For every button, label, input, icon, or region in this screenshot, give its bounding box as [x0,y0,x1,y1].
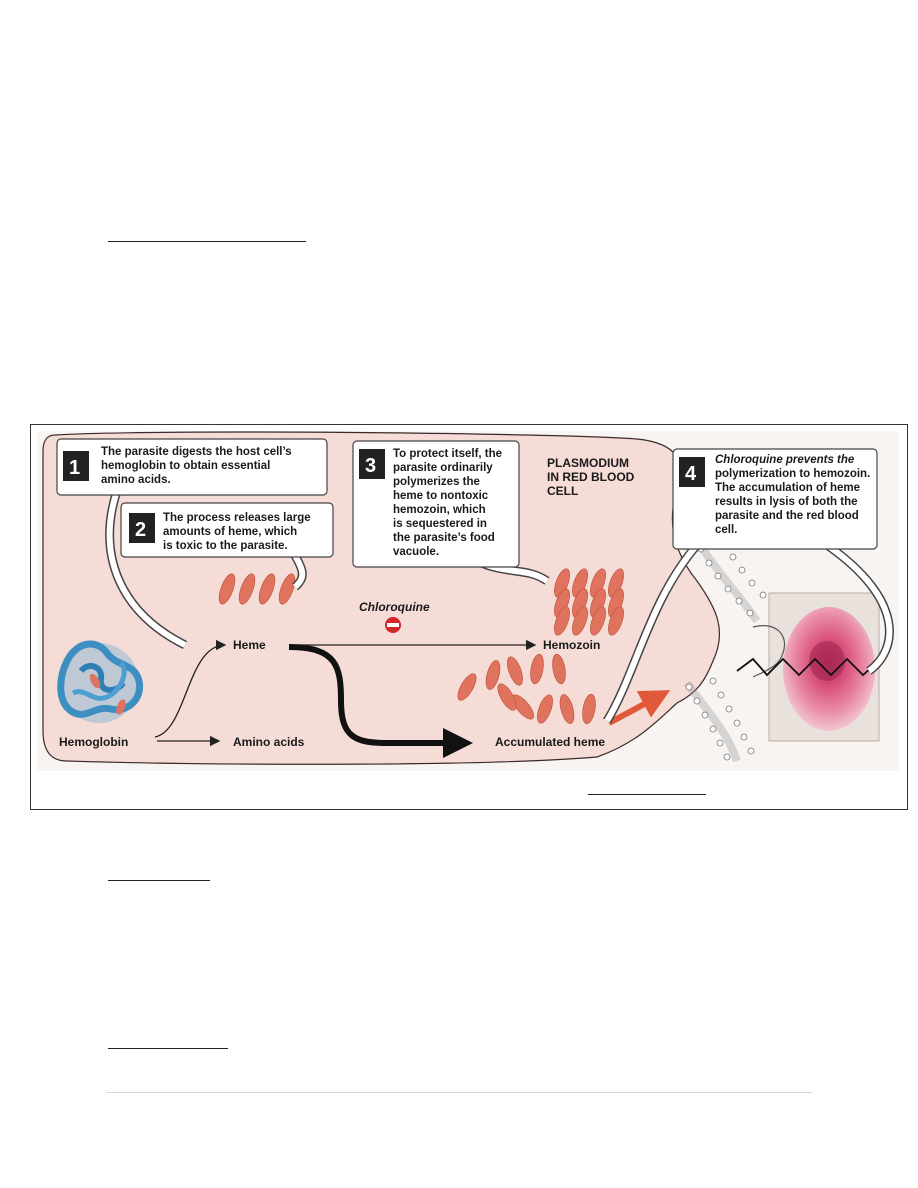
label-chloroquine: Chloroquine [359,600,430,614]
step-1-number: 1 [69,457,80,479]
step-4-line-6: cell. [715,524,737,536]
step-2-callout: 2 The process releases large amounts of … [120,502,334,591]
step-2-line-3: is toxic to the parasite. [163,540,288,552]
rbc-center [809,641,845,681]
lysis-zigzag-line [736,657,880,677]
page-footer-line [106,1092,812,1093]
label-accumulated-heme: Accumulated heme [495,735,605,749]
step-4-line-5: parasite and the red blood [715,510,859,522]
arrow-heme-to-accumulated-heme [288,644,473,758]
step-1-line-3: amino acids. [101,474,171,486]
step-3-line-3: polymerizes the [393,476,480,488]
step-3-number: 3 [365,455,376,477]
section-heading-underline-1 [108,241,306,242]
step-3-line-7: the parasite’s food [393,532,495,544]
step-3-line-8: vacuole. [393,546,439,558]
step-2-number: 2 [135,519,146,541]
step-3-line-5: hemozoin, which [393,504,486,516]
arrow-heme-to-rbc-lysis [607,690,671,726]
step-1-line-1: The parasite digests the host cell’s [101,446,292,458]
step-4-line-4: results in lysis of both the [715,496,858,508]
hemoglobin-molecule [57,640,144,723]
step-1-callout: 1 The parasite digests the host cell’s h… [56,438,328,650]
section-heading-underline-2 [108,880,210,881]
arrow-hemoglobin-to-heme [154,639,227,738]
step-2-line-2: amounts of heme, which [163,526,297,538]
step-2-line-1: The process releases large [163,512,311,524]
hemozoin-crystals [554,568,624,636]
heme-crystals-released [218,573,296,605]
region-label-line-3: CELL [547,484,578,498]
step-3-callout: 3 To protect itself, the parasite ordina… [352,440,550,585]
step-3-line-6: is sequestered in [393,518,487,530]
figure-source-link[interactable] [588,778,706,795]
inhibition-icon [385,617,401,633]
label-heme: Heme [233,638,266,652]
region-label-line-2: IN RED BLOOD [547,470,635,484]
step-4-number: 4 [685,463,697,485]
step-4-line-2: polymerization to hemozoin. [715,468,870,480]
section-heading-underline-3 [108,1048,228,1049]
accumulated-heme-crystals [457,653,596,725]
step-3-line-2: parasite ordinarily [393,462,493,474]
step-3-line-4: heme to nontoxic [393,490,489,502]
step-1-line-2: hemoglobin to obtain essential [101,460,270,472]
step-3-line-1: To protect itself, the [393,448,502,460]
label-hemozoin: Hemozoin [543,638,600,652]
label-amino-acids: Amino acids [233,735,305,749]
chloroquine-mechanism-diagram: 1 The parasite digests the host cell’s h… [37,431,899,771]
step-4-line-1: Chloroquine prevents the [715,454,855,466]
step-4-callout: 4 Chloroquine prevents the polymerizatio… [603,448,894,724]
region-label-line-1: PLASMODIUM [547,456,629,470]
label-hemoglobin: Hemoglobin [59,735,128,749]
step-4-line-3: The accumulation of heme [715,482,860,494]
